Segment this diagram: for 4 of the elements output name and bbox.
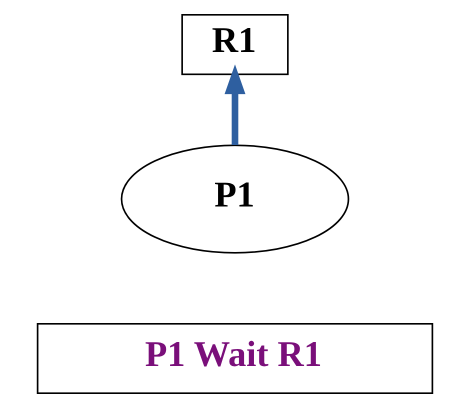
node-box: P1 Wait R1 — [36, 322, 433, 394]
arrow — [224, 64, 245, 145]
node-ellipse: P1 — [120, 144, 349, 254]
node-box: R1 — [180, 14, 288, 76]
